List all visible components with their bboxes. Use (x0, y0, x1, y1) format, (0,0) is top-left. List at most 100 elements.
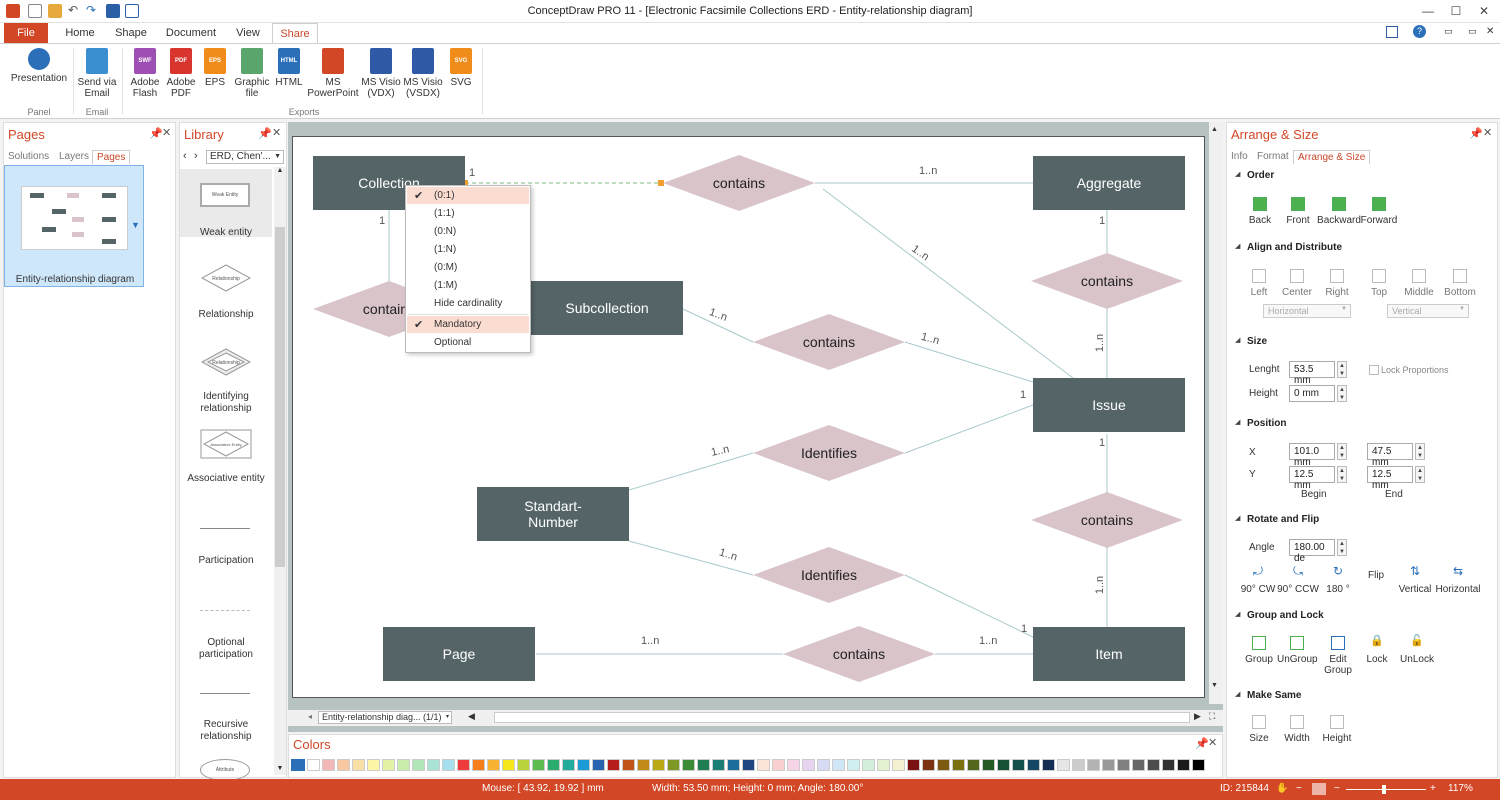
scroll-left-icon[interactable]: ◀ (468, 711, 475, 721)
make-same-size-button[interactable]: Size (1243, 715, 1275, 744)
flip-vertical-button[interactable]: ⇅Vertical (1398, 564, 1432, 595)
flip-horizontal-button[interactable]: ⇆Horizontal (1435, 564, 1481, 595)
help-icon[interactable]: ? (1413, 25, 1426, 38)
color-swatch[interactable] (622, 759, 635, 771)
color-swatch[interactable] (1132, 759, 1145, 771)
color-swatch[interactable] (1162, 759, 1175, 771)
relationship-label[interactable]: contains (832, 646, 886, 662)
tab-document[interactable]: Document (165, 27, 217, 39)
angle-input[interactable]: 180.00 de (1289, 539, 1335, 564)
library-item-relationship[interactable]: Relationship (198, 309, 254, 320)
color-swatch[interactable] (562, 759, 575, 771)
redo-icon[interactable]: ↷ (86, 3, 97, 17)
menu-item-0-n[interactable]: (0:N) (434, 226, 457, 237)
color-swatch[interactable] (1042, 759, 1055, 771)
zoom-out-button[interactable]: − (1334, 783, 1340, 794)
library-item-optional-participation[interactable]: Optional participation (199, 637, 253, 660)
entity-aggregate[interactable]: Aggregate (1033, 156, 1185, 210)
relationship-label[interactable]: contains (712, 175, 766, 191)
relationship-label[interactable]: contains (802, 334, 856, 350)
library-item-identifying-relationship[interactable]: Identifying relationship (200, 391, 252, 414)
distribute-vertical-select[interactable]: Vertical▼ (1387, 304, 1469, 318)
restore-icon[interactable]: ▭ (1468, 26, 1477, 36)
color-swatch[interactable] (442, 759, 455, 771)
subtab-arrange-size[interactable]: Arrange & Size (1293, 150, 1371, 164)
end-y-stepper[interactable]: ▲▼ (1415, 466, 1425, 483)
back-button[interactable]: Back (1245, 197, 1275, 226)
height-stepper[interactable]: ▲▼ (1337, 385, 1347, 402)
relationship-label[interactable]: contains (362, 301, 416, 317)
section-align[interactable]: Align and Distribute (1235, 242, 1342, 253)
zoom-slider[interactable] (1346, 789, 1426, 790)
adobe-pdf-button[interactable]: PDF Adobe PDF (162, 48, 200, 99)
color-swatch[interactable] (1117, 759, 1130, 771)
close-panel-icon[interactable]: ✕ (272, 127, 282, 139)
section-make-same[interactable]: Make Same (1235, 690, 1302, 701)
begin-x-stepper[interactable]: ▲▼ (1337, 443, 1347, 460)
align-bottom-button[interactable]: Bottom (1441, 269, 1479, 298)
color-swatch[interactable] (712, 759, 725, 771)
zoom-fit-icon[interactable] (1312, 783, 1326, 795)
section-rotate[interactable]: Rotate and Flip (1235, 514, 1319, 525)
front-button[interactable]: Front (1283, 197, 1313, 226)
color-swatch[interactable] (337, 759, 350, 771)
scroll-thumb[interactable] (275, 227, 285, 567)
close-doc-icon[interactable]: ✕ (1486, 26, 1495, 37)
color-swatch[interactable] (892, 759, 905, 771)
canvas-horizontal-scrollbar[interactable] (494, 712, 1190, 723)
color-swatch[interactable] (367, 759, 380, 771)
tab-view[interactable]: View (236, 27, 260, 39)
color-swatch[interactable] (772, 759, 785, 771)
color-swatch[interactable] (802, 759, 815, 771)
color-swatch[interactable] (532, 759, 545, 771)
color-swatch[interactable] (847, 759, 860, 771)
open-folder-icon[interactable] (48, 4, 62, 18)
eps-button[interactable]: EPS EPS (198, 48, 232, 88)
color-swatch[interactable] (697, 759, 710, 771)
section-size[interactable]: Size (1235, 336, 1267, 347)
prev-page-icon[interactable]: ◂ (308, 712, 313, 721)
color-swatch[interactable] (817, 759, 830, 771)
color-swatch[interactable] (1012, 759, 1025, 771)
color-swatch[interactable] (682, 759, 695, 771)
length-input[interactable]: 53.5 mm (1289, 361, 1335, 386)
ms-visio-vsdx-button[interactable]: MS Visio (VSDX) (402, 48, 444, 99)
library-item-participation[interactable]: Participation (198, 555, 254, 566)
close-panel-icon[interactable]: ✕ (1208, 737, 1218, 749)
color-swatch[interactable] (547, 759, 560, 771)
color-swatch[interactable] (457, 759, 470, 771)
lock-button[interactable]: 🔒Lock (1366, 635, 1388, 666)
library-item-weak-entity[interactable]: Weak Entity Weak entity (180, 169, 272, 238)
color-swatch[interactable] (1192, 759, 1205, 771)
color-swatch[interactable] (607, 759, 620, 771)
rotate-90ccw-button[interactable]: ⤿90° CCW (1277, 564, 1319, 595)
relationship-label[interactable]: contains (1080, 273, 1134, 289)
pin-icon[interactable]: 📌 (1195, 738, 1209, 750)
menu-item-hide-cardinality[interactable]: Hide cardinality (434, 298, 503, 309)
subtab-solutions[interactable]: Solutions (8, 151, 50, 162)
entity-issue[interactable]: Issue (1033, 378, 1185, 432)
color-swatch[interactable] (502, 759, 515, 771)
svg-button[interactable]: SVG SVG (444, 48, 478, 88)
height-input[interactable]: 0 mm (1289, 385, 1335, 402)
subtab-info[interactable]: Info (1231, 151, 1248, 162)
group-button[interactable]: Group (1243, 636, 1275, 665)
relationship-label[interactable]: Identifies (800, 567, 858, 583)
back-icon[interactable]: ‹ (183, 150, 187, 162)
color-swatch[interactable] (352, 759, 365, 771)
distribute-horizontal-select[interactable]: Horizontal▼ (1263, 304, 1351, 318)
color-swatch[interactable] (397, 759, 410, 771)
pin-icon[interactable]: 📌 (1469, 128, 1483, 140)
color-swatch[interactable] (1027, 759, 1040, 771)
menu-item-1-n[interactable]: (1:N) (434, 244, 457, 255)
section-group-lock[interactable]: Group and Lock (1235, 610, 1324, 621)
zoom-slider-thumb[interactable] (1382, 785, 1386, 794)
color-swatch[interactable] (487, 759, 500, 771)
library-item-recursive-relationship[interactable]: Recursive relationship (200, 719, 252, 742)
make-same-width-button[interactable]: Width (1281, 715, 1313, 744)
menu-item-1-1[interactable]: (1:1) (434, 208, 455, 219)
ms-visio-vdx-button[interactable]: MS Visio (VDX) (360, 48, 402, 99)
color-swatch[interactable] (1102, 759, 1115, 771)
tab-shape[interactable]: Shape (115, 27, 147, 39)
color-swatch[interactable] (862, 759, 875, 771)
